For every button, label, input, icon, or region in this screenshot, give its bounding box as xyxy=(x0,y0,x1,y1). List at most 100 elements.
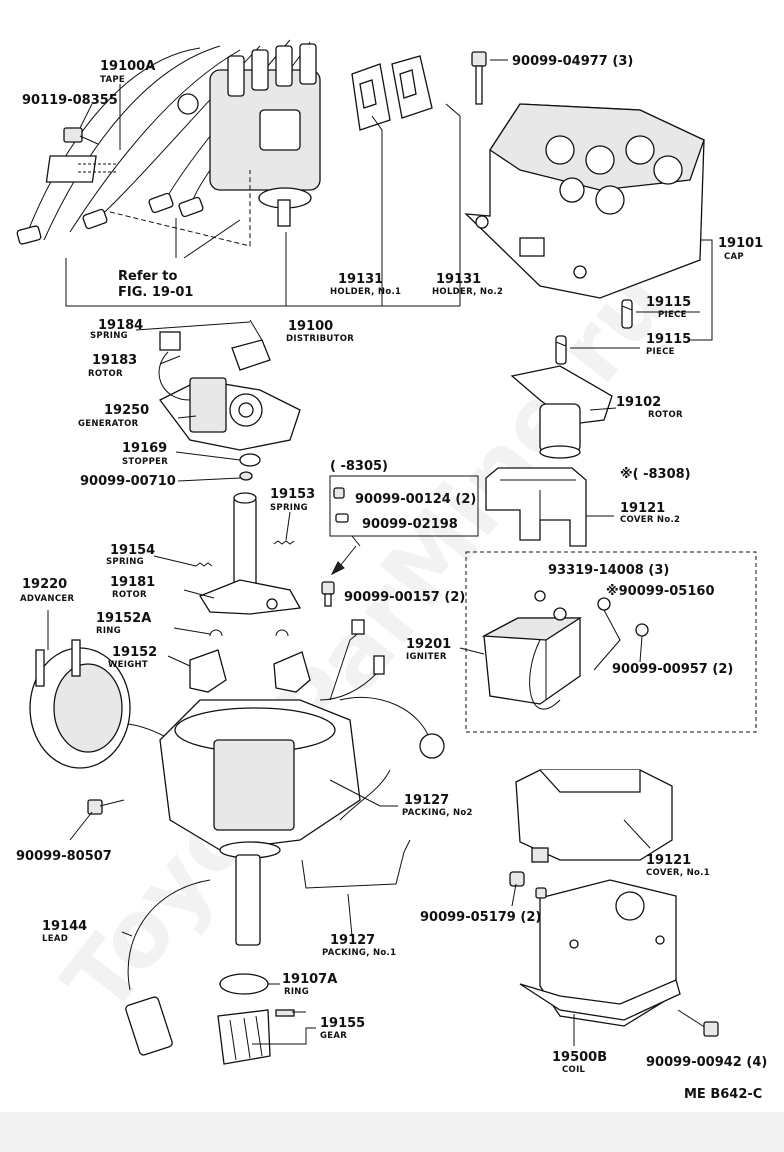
callout-19127a-name: PACKING, No.1 xyxy=(322,948,396,958)
callout-19144-name: LEAD xyxy=(42,934,68,944)
callout-19131a-number: 19131 xyxy=(338,272,383,287)
callout-90119-number: 90119-08355 xyxy=(22,93,118,108)
callout-19152A-number: 19152A xyxy=(96,611,151,626)
callout-19500B-number: 19500B xyxy=(552,1050,607,1065)
tape-drawing xyxy=(45,155,116,183)
callout-19115a-number: 19115 xyxy=(646,295,691,310)
callout-19154-name: SPRING xyxy=(106,557,144,567)
callout-19102-name: ROTOR xyxy=(648,410,683,420)
callout-19127a-number: 19127 xyxy=(330,933,375,948)
advancer-drawing xyxy=(29,639,221,769)
variant-note-8308: ※( -8308) xyxy=(620,467,691,482)
callout-04977-number: 90099-04977 (3) xyxy=(512,54,633,69)
callout-19153-number: 19153 xyxy=(270,487,315,502)
refer-line-2: FIG. 19-01 xyxy=(118,285,193,300)
callout-93319-number: 93319-14008 (3) xyxy=(548,563,669,578)
callout-05179-number: 90099-05179 (2) xyxy=(420,910,541,925)
callout-19169-number: 19169 xyxy=(122,441,167,456)
packing-drawings xyxy=(301,769,411,889)
callout-19154-number: 19154 xyxy=(110,543,155,558)
callout-19144-number: 19144 xyxy=(42,919,87,934)
callout-19155-name: GEAR xyxy=(320,1031,347,1041)
callout-19101-number: 19101 xyxy=(718,236,763,251)
callout-19100A-name: TAPE xyxy=(100,75,125,85)
leader-lines xyxy=(47,59,713,1046)
callout-19153-name: SPRING xyxy=(270,503,308,513)
housing-drawing xyxy=(159,619,445,946)
callout-19127b-number: 19127 xyxy=(404,793,449,808)
callout-19115b-number: 19115 xyxy=(646,332,691,347)
lead-drawing xyxy=(125,879,211,1056)
callout-19115a-name: PIECE xyxy=(658,310,687,320)
variant-box-8305 xyxy=(329,475,479,576)
piece-drawings xyxy=(555,299,633,365)
callout-19121a-number: 19121 xyxy=(646,853,691,868)
callout-19152-number: 19152 xyxy=(112,645,157,660)
callout-80507-number: 90099-80507 xyxy=(16,849,112,864)
callout-00942-number: 90099-00942 (4) xyxy=(646,1055,767,1070)
diagram-code: ME B642-C xyxy=(684,1087,762,1102)
bolt-90119-drawing xyxy=(63,127,99,145)
weight-drawings xyxy=(189,649,311,693)
callout-19220-number: 19220 xyxy=(22,577,67,592)
callout-19184-name: SPRING xyxy=(90,331,128,341)
callout-19184-number: 19184 xyxy=(98,318,143,333)
callout-05160-number: ※90099-05160 xyxy=(606,584,715,599)
bolt-00157-drawing xyxy=(321,581,335,607)
callout-19152-name: WEIGHT xyxy=(108,660,148,670)
callout-labels: 19100A TAPE 90119-08355 90099-04977 (3) … xyxy=(16,54,767,1102)
callout-00710-number: 90099-00710 xyxy=(80,474,176,489)
generator-assembly-drawing xyxy=(158,319,301,481)
callout-19127b-name: PACKING, No2 xyxy=(402,808,473,818)
callout-19115b-name: PIECE xyxy=(646,347,675,357)
cover-no2-drawing xyxy=(485,467,587,547)
holder-drawings xyxy=(351,55,433,131)
cover-no1-drawing xyxy=(515,769,673,863)
coil-fasteners-drawing xyxy=(509,871,719,1037)
callout-19100-name: DISTRIBUTOR xyxy=(286,334,354,344)
callout-19152A-name: RING xyxy=(96,626,121,636)
callout-19131b-name: HOLDER, No.2 xyxy=(432,287,503,297)
cap-drawing xyxy=(464,103,705,299)
callout-19155-number: 19155 xyxy=(320,1016,365,1031)
ring-gear-drawings xyxy=(217,973,295,1065)
callout-19121b-number: 19121 xyxy=(620,501,665,516)
distributor-assembly-drawing xyxy=(16,39,321,247)
callout-00124-number: 90099-00124 (2) xyxy=(355,492,476,507)
variant-box-8308 xyxy=(465,551,757,733)
callout-19250-number: 19250 xyxy=(104,403,149,418)
callout-19181-name: ROTOR xyxy=(112,590,147,600)
callout-19131b-number: 19131 xyxy=(436,272,481,287)
igniter-drawing xyxy=(481,590,649,710)
callout-19107A-number: 19107A xyxy=(282,972,337,987)
callout-19201-name: IGNITER xyxy=(406,652,447,662)
callout-19100-number: 19100 xyxy=(288,319,333,334)
callout-19169-name: STOPPER xyxy=(122,457,168,467)
callout-19500B-name: COIL xyxy=(562,1065,586,1075)
callout-19107A-name: RING xyxy=(284,987,309,997)
callout-19121a-name: COVER, No.1 xyxy=(646,868,710,878)
callout-19181-number: 19181 xyxy=(110,575,155,590)
bolt-80507-drawing xyxy=(87,799,125,815)
callout-19102-number: 19102 xyxy=(616,395,661,410)
screw-04977-drawing xyxy=(471,51,487,105)
callout-19131a-name: HOLDER, No.1 xyxy=(330,287,401,297)
refer-line-1: Refer to xyxy=(118,269,177,284)
callout-02198-number: 90099-02198 xyxy=(362,517,458,532)
bottom-band xyxy=(0,1112,784,1152)
callout-19101-name: CAP xyxy=(724,252,744,262)
callout-19250-name: GENERATOR xyxy=(78,419,139,429)
variant-note-8305: ( -8305) xyxy=(330,459,388,474)
coil-drawing xyxy=(519,879,681,1027)
callout-19183-name: ROTOR xyxy=(88,369,123,379)
callout-19121b-name: COVER No.2 xyxy=(620,515,680,525)
rotor-19102-drawing xyxy=(510,365,613,459)
callout-19220-name: ADVANCER xyxy=(20,594,74,604)
callout-00157-number: 90099-00157 (2) xyxy=(344,590,465,605)
callout-19201-number: 19201 xyxy=(406,637,451,652)
governor-shaft-drawing xyxy=(195,492,302,637)
callout-19100A-number: 19100A xyxy=(100,59,155,74)
callout-19183-number: 19183 xyxy=(92,353,137,368)
